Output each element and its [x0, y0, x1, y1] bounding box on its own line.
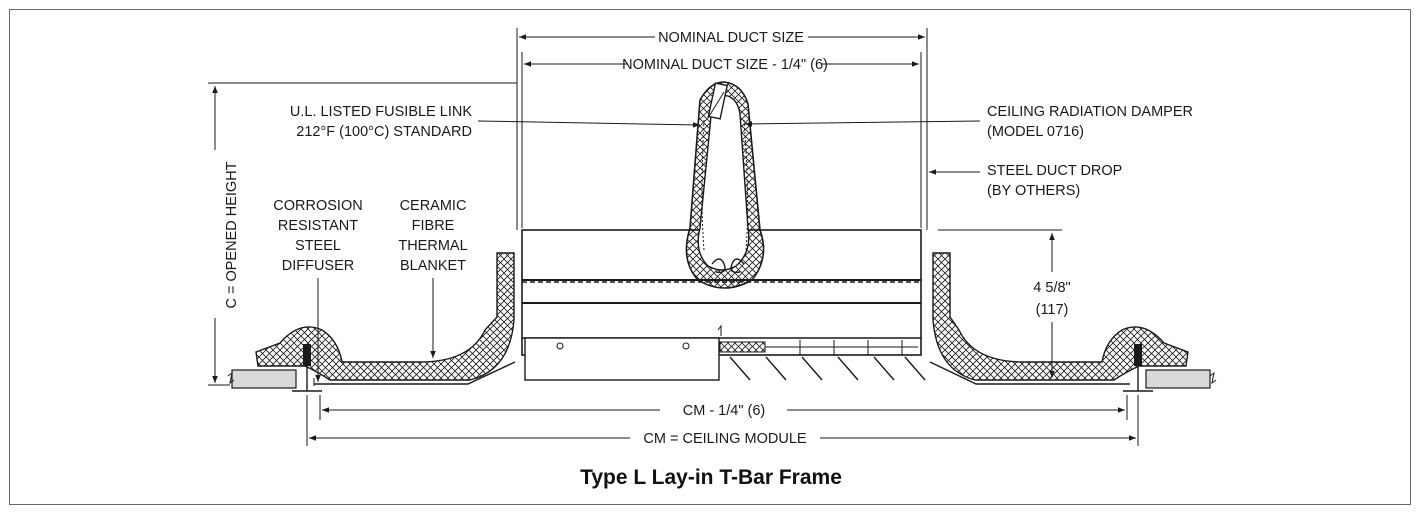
label-blanket-3: THERMAL [398, 238, 467, 254]
label-fusible-link-2: 212°F (100°C) STANDARD [296, 124, 472, 140]
callout-fusible-link: U.L. LISTED FUSIBLE LINK 212°F (100°C) S… [290, 104, 701, 140]
figure-frame [9, 9, 1411, 505]
label-duct-drop-2: (BY OTHERS) [987, 183, 1080, 199]
damper-blades [729, 340, 926, 381]
label-nominal-duct-size-minus: NOMINAL DUCT SIZE - 1/4" (6) [622, 57, 828, 73]
label-cm-minus: CM - 1/4" (6) [683, 403, 766, 419]
figure-title: Type L Lay-in T-Bar Frame [580, 466, 842, 489]
ceiling-tile-right [1145, 369, 1217, 389]
label-blanket-2: FIBRE [412, 218, 455, 234]
callout-damper: CEILING RADIATION DAMPER (MODEL 0716) [744, 104, 1193, 140]
label-diffuser-2: RESISTANT [278, 218, 358, 234]
label-duct-drop-1: STEEL DUCT DROP [987, 163, 1122, 179]
label-diffuser-3: STEEL [295, 238, 341, 254]
diffuser-right [929, 252, 1189, 385]
callout-duct-drop: STEEL DUCT DROP (BY OTHERS) [929, 163, 1122, 199]
label-ceiling-module: CM = CEILING MODULE [643, 431, 806, 447]
dim-nominal-duct-size: NOMINAL DUCT SIZE [516, 28, 928, 230]
dim-opened-height: C = OPENED HEIGHT [208, 82, 517, 386]
label-fusible-link-1: U.L. LISTED FUSIBLE LINK [290, 104, 472, 120]
label-blanket-1: CERAMIC [400, 198, 467, 214]
dim-nominal-duct-size-minus: NOMINAL DUCT SIZE - 1/4" (6) [521, 52, 922, 228]
dim-ceiling-module: CM = CEILING MODULE [306, 395, 1139, 447]
label-blanket-4: BLANKET [400, 258, 466, 274]
label-height-1: 4 5/8" [1033, 280, 1070, 296]
dim-cm-minus: CM - 1/4" (6) [319, 395, 1128, 420]
callout-diffuser: CORROSION RESISTANT STEEL DIFFUSER [273, 198, 363, 382]
label-damper-1: CEILING RADIATION DAMPER [987, 104, 1193, 120]
dim-damper-height: 4 5/8" (117) [938, 229, 1071, 378]
label-diffuser-4: DIFFUSER [282, 258, 355, 274]
folded-blanket-assembly [685, 81, 765, 289]
callout-blanket: CERAMIC FIBRE THERMAL BLANKET [398, 198, 468, 358]
diffuser-left [255, 252, 516, 386]
label-opened-height: C = OPENED HEIGHT [224, 161, 240, 308]
label-damper-2: (MODEL 0716) [987, 124, 1084, 140]
label-nominal-duct-size: NOMINAL DUCT SIZE [658, 30, 804, 46]
label-height-2: (117) [1036, 302, 1069, 318]
ceiling-tile-left [227, 369, 297, 389]
label-diffuser-1: CORROSION [273, 198, 362, 214]
